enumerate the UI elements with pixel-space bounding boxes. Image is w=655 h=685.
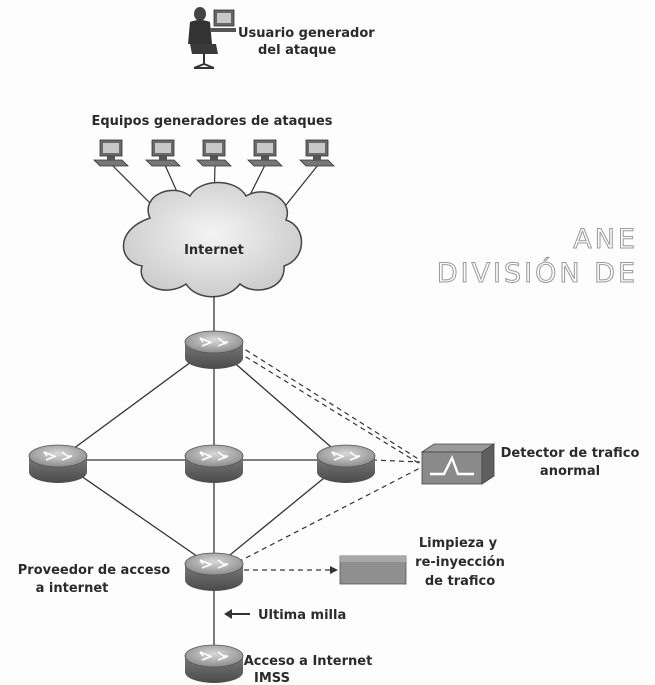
attacker-icon — [188, 7, 236, 69]
cleaning-label-line-3: de trafico — [425, 574, 495, 589]
link-pc-5 — [281, 164, 319, 211]
last-mile-label: Ultima milla — [258, 608, 346, 623]
attack-computer-2 — [145, 139, 181, 167]
detector-label-line-2: anormal — [540, 464, 600, 479]
link-core-left — [57, 344, 215, 461]
core-router — [184, 330, 244, 370]
right-router — [316, 444, 376, 484]
watermark-line-1: ANE — [573, 224, 638, 255]
detector-icon — [420, 443, 496, 485]
attack-computer-4 — [247, 139, 283, 167]
link-left-isp — [57, 459, 215, 569]
arrow-left-icon — [224, 609, 250, 619]
attack-computers-label: Equipos generadores de ataques — [91, 114, 332, 129]
dashed-core-to-detector — [237, 344, 421, 461]
cloud-label: Internet — [184, 243, 244, 258]
dashed-isp-to-detector — [237, 467, 421, 563]
attacker-label-line-1: Usuario generador — [238, 26, 375, 41]
link-pc-1 — [111, 164, 151, 204]
isp-router — [184, 552, 244, 592]
customer-label-line-1: Acceso a Internet — [244, 654, 373, 669]
attack-computer-3 — [196, 139, 232, 167]
cleaning-label-line-2: re-inyección — [415, 555, 505, 570]
arrow-to-cleaning — [330, 566, 338, 574]
monitoring-links — [237, 344, 421, 571]
detector-label-line-1: Detector de trafico — [501, 446, 640, 461]
attacker-label-line-2: del ataque — [258, 43, 336, 58]
attack-computer-5 — [299, 139, 335, 167]
cloud-icon — [122, 181, 303, 298]
left-router — [28, 444, 88, 484]
customer-label-line-2: IMSS — [254, 671, 290, 685]
isp-label-line-2: a internet — [36, 581, 109, 596]
customer-router — [184, 644, 244, 684]
attack-computer-1 — [93, 139, 129, 167]
cleaning-label-line-1: Limpieza y — [419, 536, 498, 551]
watermark-line-2: DIVISIÓN DE — [437, 257, 638, 289]
dashed-right-to-detector — [371, 459, 421, 463]
isp-label-line-1: Proveedor de acceso — [18, 563, 171, 578]
center-router — [184, 444, 244, 484]
cleaning-device-icon — [339, 555, 407, 585]
